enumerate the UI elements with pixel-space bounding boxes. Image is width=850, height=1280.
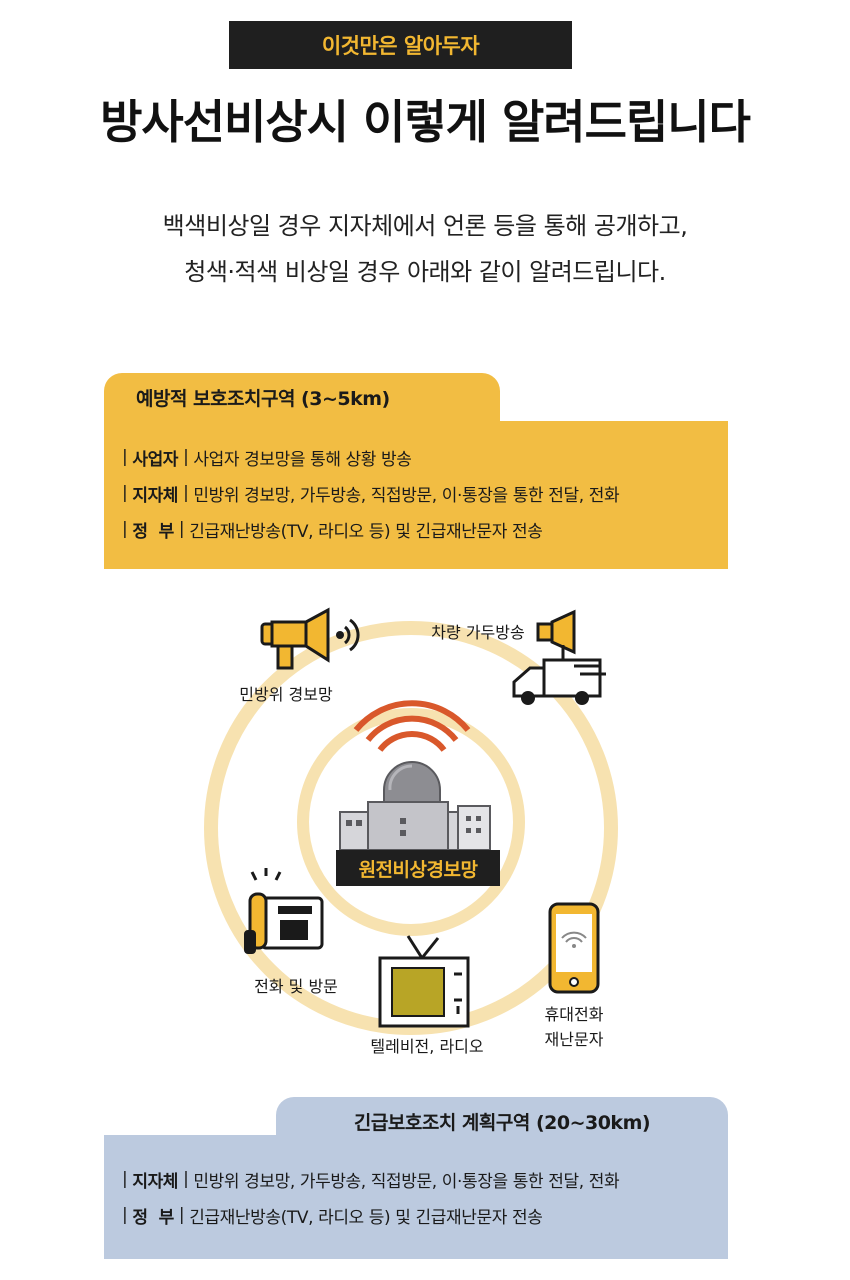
label-civil-defense: 민방위 경보망: [239, 685, 333, 704]
zone2-row-desc: 민방위 경보망, 가두방송, 직접방문, 이·통장을 통한 전달, 전화: [193, 1171, 620, 1192]
page-title: 방사선비상시 이렇게 알려드립니다: [100, 95, 751, 149]
smartphone-icon: [548, 902, 600, 994]
truck-icon: [512, 609, 606, 705]
zone1-row-who: 사업자: [132, 449, 179, 470]
label-phone-visit: 전화 및 방문: [254, 977, 338, 996]
zone1-row-desc: 민방위 경보망, 가두방송, 직접방문, 이·통장을 통한 전달, 전화: [193, 485, 620, 506]
inner-ring: [297, 708, 525, 936]
zone2-panel: |지자체|민방위 경보망, 가두방송, 직접방문, 이·통장을 통한 전달, 전…: [104, 1135, 728, 1259]
zone2-row-local-gov: |지자체|민방위 경보망, 가두방송, 직접방문, 이·통장을 통한 전달, 전…: [122, 1161, 728, 1197]
megaphone-icon: [260, 607, 360, 670]
label-tv-radio: 텔레비전, 라디오: [370, 1037, 483, 1056]
intro-line-2: 청색·적색 비상일 경우 아래와 같이 알려드립니다.: [184, 258, 666, 286]
header-badge: 이것만은 알아두자: [229, 21, 572, 69]
nuclear-plant-icon: [339, 700, 491, 851]
telephone-icon: [244, 868, 324, 954]
zone1-title: 예방적 보호조치구역 (3~5km): [104, 373, 500, 421]
zone2-row-who: 정 부: [132, 1207, 174, 1228]
zone2-row-desc: 긴급재난방송(TV, 라디오 등) 및 긴급재난문자 전송: [189, 1207, 543, 1228]
zone1-row-local-gov: |지자체|민방위 경보망, 가두방송, 직접방문, 이·통장을 통한 전달, 전…: [122, 475, 728, 511]
zone1-row-who: 정 부: [132, 521, 174, 542]
center-label: 원전비상경보망: [336, 850, 500, 886]
label-mobile-line2: 재난문자: [545, 1030, 604, 1049]
zone1-row-desc: 사업자 경보망을 통해 상황 방송: [193, 449, 412, 470]
zone1-row-government: |정 부|긴급재난방송(TV, 라디오 등) 및 긴급재난문자 전송: [122, 511, 728, 547]
zone2-row-government: |정 부|긴급재난방송(TV, 라디오 등) 및 긴급재난문자 전송: [122, 1197, 728, 1233]
zone1-row-operator: |사업자|사업자 경보망을 통해 상황 방송: [122, 439, 728, 475]
intro-line-1: 백색비상일 경우 지자체에서 언론 등을 통해 공개하고,: [162, 212, 688, 240]
television-icon: [378, 935, 470, 1028]
zone1-panel: |사업자|사업자 경보망을 통해 상황 방송 |지자체|민방위 경보망, 가두방…: [104, 421, 728, 569]
label-vehicle: 차량 가두방송: [431, 623, 524, 642]
zone2-row-who: 지자체: [132, 1171, 179, 1192]
zone1-row-desc: 긴급재난방송(TV, 라디오 등) 및 긴급재난문자 전송: [189, 521, 543, 542]
zone1-row-who: 지자체: [132, 485, 179, 506]
outer-ring: [204, 621, 618, 1035]
label-mobile-line1: 휴대전화: [545, 1005, 604, 1024]
